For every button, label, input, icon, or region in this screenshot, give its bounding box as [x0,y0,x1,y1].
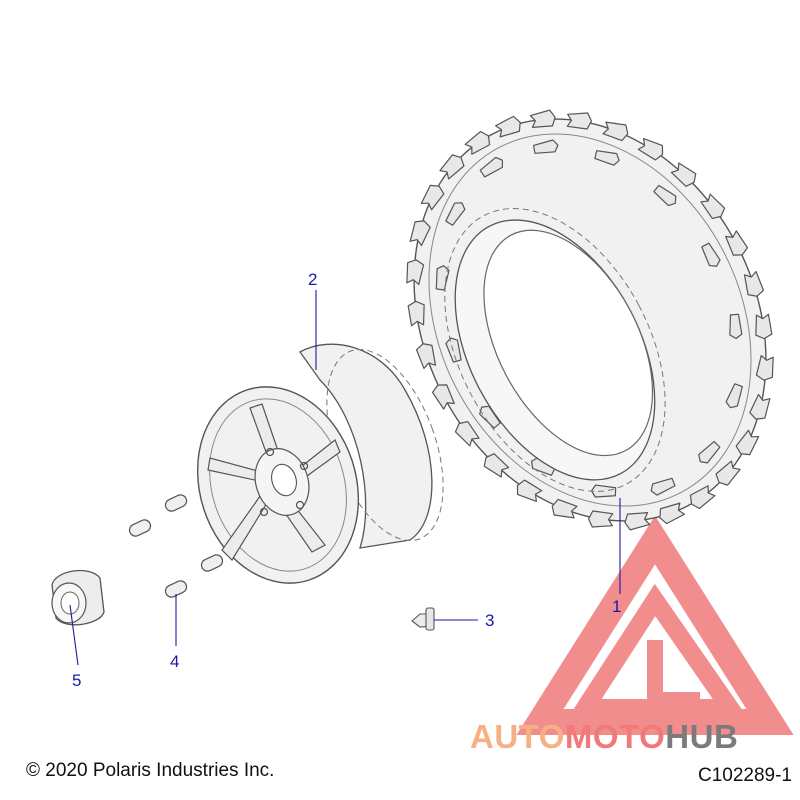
tire-tread-lug [729,313,743,340]
tire-tread-block [566,112,593,130]
copyright-notice: © 2020 Polaris Industries Inc. [26,760,275,781]
tire-tread-lug [725,383,743,409]
center-cap [51,569,105,626]
tire-tread-block [735,429,760,456]
tire-tread-block [529,109,556,128]
tire-tread-block [637,137,664,161]
tire-tread-block [431,384,455,410]
tire-tread-block [749,393,771,420]
tire-tread-block [495,115,521,138]
tire-tread-lug [445,202,466,226]
callout-2: 2 [308,270,317,289]
tire-tread-block [715,460,741,486]
automotohub-wordmark: AUTOMOTOHUB [470,718,738,756]
wheel-rim [196,343,444,584]
tire-tread-block [725,230,749,256]
callout-1: 1 [612,597,621,616]
tire-tread-block [407,300,425,327]
tire-tread-lug [653,184,677,207]
tire-tread-lug [445,337,462,363]
tire-tread-block [755,313,773,340]
tire [406,109,774,531]
tire-tread-block [420,184,445,211]
leader-lines [69,290,621,666]
tire-tread-block [624,512,651,531]
tire-tread-block [516,479,543,503]
tire-tread-block [439,154,465,180]
tire-tread-block [670,162,697,187]
tire-tread-lug [479,405,501,429]
tire-tread-lug [435,265,450,291]
valve-stem [411,607,435,631]
tire-tread-block [483,453,510,478]
tire-tread-block [551,498,578,519]
tire-tread-lug [650,477,676,496]
document-number: C102289-1 [697,765,792,786]
wordmark-hub: HUB [665,718,739,755]
tire-tread-block [700,193,726,220]
wordmark-auto: AUTO [470,718,565,755]
tire-tread-block [659,502,685,525]
callout-5: 5 [72,671,81,690]
tire-tread-block [755,354,774,381]
tire-tread-block [587,510,614,528]
tire-tread-block [743,270,765,297]
tire-tread-block [406,259,425,286]
tire-tread-block [409,220,431,247]
tire-tread-block [415,343,437,370]
tire-tread-lug [594,150,620,166]
tire-tread-block [602,121,629,142]
callout-4: 4 [170,652,179,671]
tire-tread-block [689,485,716,510]
tire-tread-lug [479,156,503,178]
lug-nut [128,494,224,598]
automotohub-logo-mark [516,515,794,735]
callout-3: 3 [485,611,494,630]
tire-tread-lug [701,242,721,267]
wordmark-moto: MOTO [564,718,666,755]
tire-tread-lug [698,440,721,464]
tire-tread-lug [532,139,559,154]
tire-tread-block [454,420,480,447]
tire-tread-block [464,130,491,155]
